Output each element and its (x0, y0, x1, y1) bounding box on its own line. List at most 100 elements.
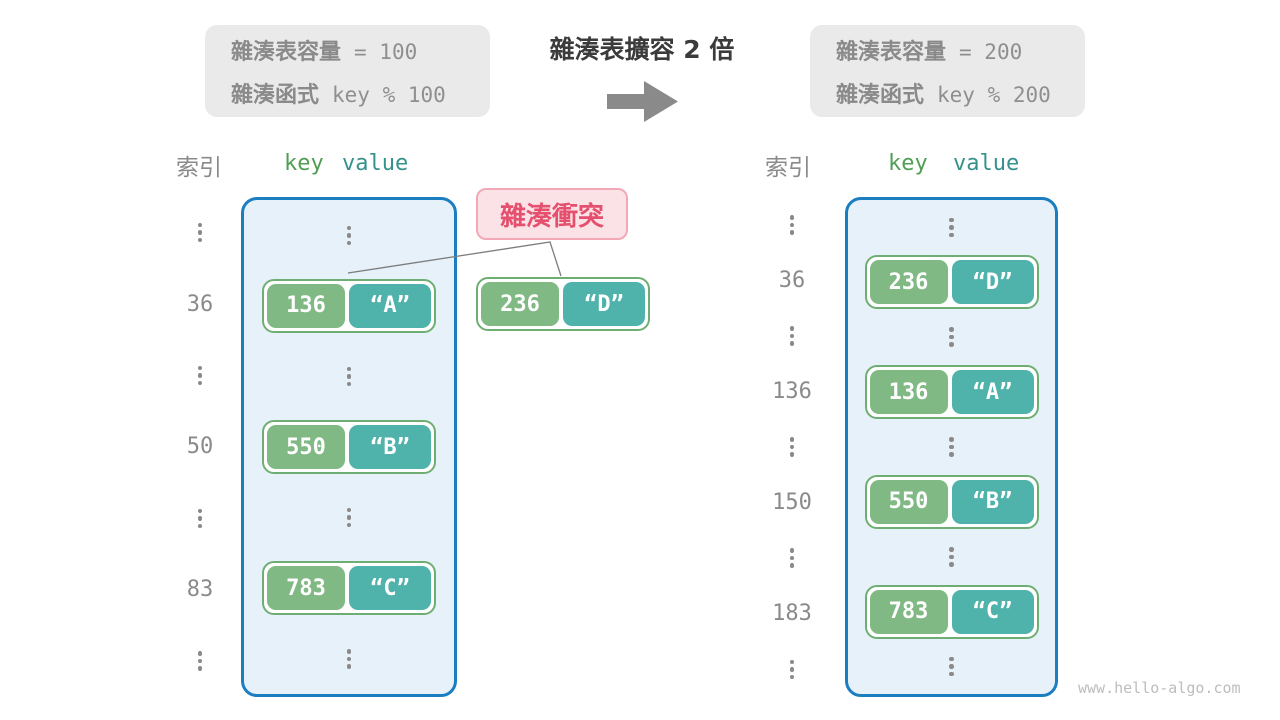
table-row-dots (848, 310, 1055, 365)
key-header-after: key (888, 151, 928, 176)
ellipsis-icon (949, 217, 954, 238)
colliding-key-value-pair: 236 “D” (476, 277, 650, 331)
capacity-line: 雜湊表容量 = 200 (836, 34, 1059, 66)
capacity-label: 雜湊表容量 (836, 39, 947, 65)
index-label: 83 (186, 577, 214, 603)
ellipsis-icon (346, 366, 352, 387)
hash-function-value: key % 200 (937, 82, 1051, 107)
collision-label: 雜湊衝突 (476, 188, 628, 240)
key-cell: 783 (267, 566, 345, 611)
key-header-before: key (284, 151, 324, 176)
value-cell: “B” (951, 479, 1034, 524)
key-cell: 783 (869, 589, 948, 634)
index-ellipsis (176, 340, 224, 411)
ellipsis-icon (789, 215, 795, 235)
index-column-before: 36 50 83 (176, 197, 224, 697)
capacity-label: 雜湊表容量 (231, 39, 342, 65)
ellipsis-icon (789, 659, 795, 680)
ellipsis-icon (949, 327, 954, 347)
table-row-dots (848, 639, 1055, 694)
ellipsis-icon (949, 437, 954, 457)
hash-function-line: 雜湊函式 key % 200 (836, 77, 1059, 109)
table-row-dots (244, 341, 454, 412)
table-row: 550 “B” (848, 474, 1055, 529)
hash-table-before: 136 “A” 550 “B” 783 “C” (241, 197, 457, 697)
hash-function-value: key % 100 (332, 82, 446, 107)
key-cell: 136 (869, 370, 948, 415)
index-label: 36 (778, 267, 806, 293)
ellipsis-icon (197, 651, 203, 671)
value-cell: “B” (349, 425, 431, 470)
value-cell: “C” (951, 589, 1034, 634)
table-row: 236 “D” (848, 255, 1055, 310)
index-header-after: 索引 (765, 155, 811, 181)
hash-function-line: 雜湊函式 key % 100 (231, 77, 464, 109)
hash-table-after: 236 “D” 136 “A” 550 “B” 783 “C” (845, 197, 1058, 697)
index-header-before: 索引 (176, 155, 222, 181)
key-value-pair: 783 “C” (864, 584, 1039, 639)
ellipsis-icon (197, 222, 203, 243)
ellipsis-icon (949, 656, 954, 677)
capacity-value: = 100 (354, 39, 418, 64)
ellipsis-icon (789, 548, 795, 568)
table-row-dots (848, 529, 1055, 584)
key-cell: 236 (481, 282, 559, 326)
key-cell: 136 (267, 283, 345, 328)
capacity-box-before: 雜湊表容量 = 100 雜湊函式 key % 100 (205, 25, 490, 117)
value-cell: “D” (951, 260, 1034, 305)
index-ellipsis (768, 419, 816, 475)
ellipsis-icon (346, 649, 352, 669)
table-row: 136 “A” (848, 365, 1055, 420)
table-row: 783 “C” (848, 584, 1055, 639)
key-cell: 550 (869, 479, 948, 524)
ellipsis-icon (346, 225, 352, 246)
value-cell: “C” (349, 566, 431, 611)
key-value-pair: 550 “B” (864, 474, 1039, 529)
table-row: 783 “C” (244, 553, 454, 624)
index-ellipsis (768, 197, 816, 253)
index-label: 150 (772, 490, 812, 516)
value-cell: “A” (951, 370, 1034, 415)
expand-title: 雜湊表擴容 2 倍 (549, 35, 735, 64)
table-row: 136 “A” (244, 271, 454, 342)
key-value-pair: 236 “D” (864, 255, 1039, 310)
table-row-dots (244, 482, 454, 553)
value-header-after: value (953, 151, 1020, 176)
hash-function-label: 雜湊函式 (836, 82, 925, 108)
capacity-line: 雜湊表容量 = 100 (231, 34, 464, 66)
table-row: 550 “B” (244, 412, 454, 483)
right-arrow-icon (607, 81, 678, 122)
ellipsis-icon (197, 365, 203, 386)
value-cell: “A” (349, 283, 431, 328)
watermark: www.hello-algo.com (1078, 679, 1241, 697)
hash-function-label: 雜湊函式 (231, 82, 320, 108)
index-ellipsis (176, 626, 224, 697)
key-value-pair: 136 “A” (864, 365, 1039, 420)
key-cell: 236 (869, 260, 948, 305)
capacity-box-after: 雜湊表容量 = 200 雜湊函式 key % 200 (810, 25, 1085, 117)
capacity-value: = 200 (959, 39, 1023, 64)
ellipsis-icon (949, 547, 954, 567)
index-ellipsis (768, 308, 816, 364)
table-row-dots (244, 200, 454, 271)
index-ellipsis (176, 483, 224, 554)
index-ellipsis (768, 642, 816, 698)
index-ellipsis (176, 197, 224, 268)
ellipsis-icon (789, 326, 795, 346)
index-ellipsis (768, 530, 816, 586)
key-value-pair: 550 “B” (262, 420, 436, 475)
index-label: 183 (772, 601, 812, 627)
index-label: 36 (186, 291, 214, 317)
key-value-pair: 136 “A” (262, 278, 436, 333)
table-row-dots (244, 623, 454, 694)
index-label: 136 (772, 378, 812, 404)
value-header-before: value (342, 151, 409, 176)
key-value-pair: 783 “C” (262, 561, 436, 616)
ellipsis-icon (789, 437, 795, 457)
key-cell: 550 (267, 425, 345, 470)
value-cell: “D” (563, 282, 645, 326)
index-column-after: 36 136 150 183 (768, 197, 816, 697)
ellipsis-icon (197, 508, 203, 529)
ellipsis-icon (346, 507, 352, 528)
